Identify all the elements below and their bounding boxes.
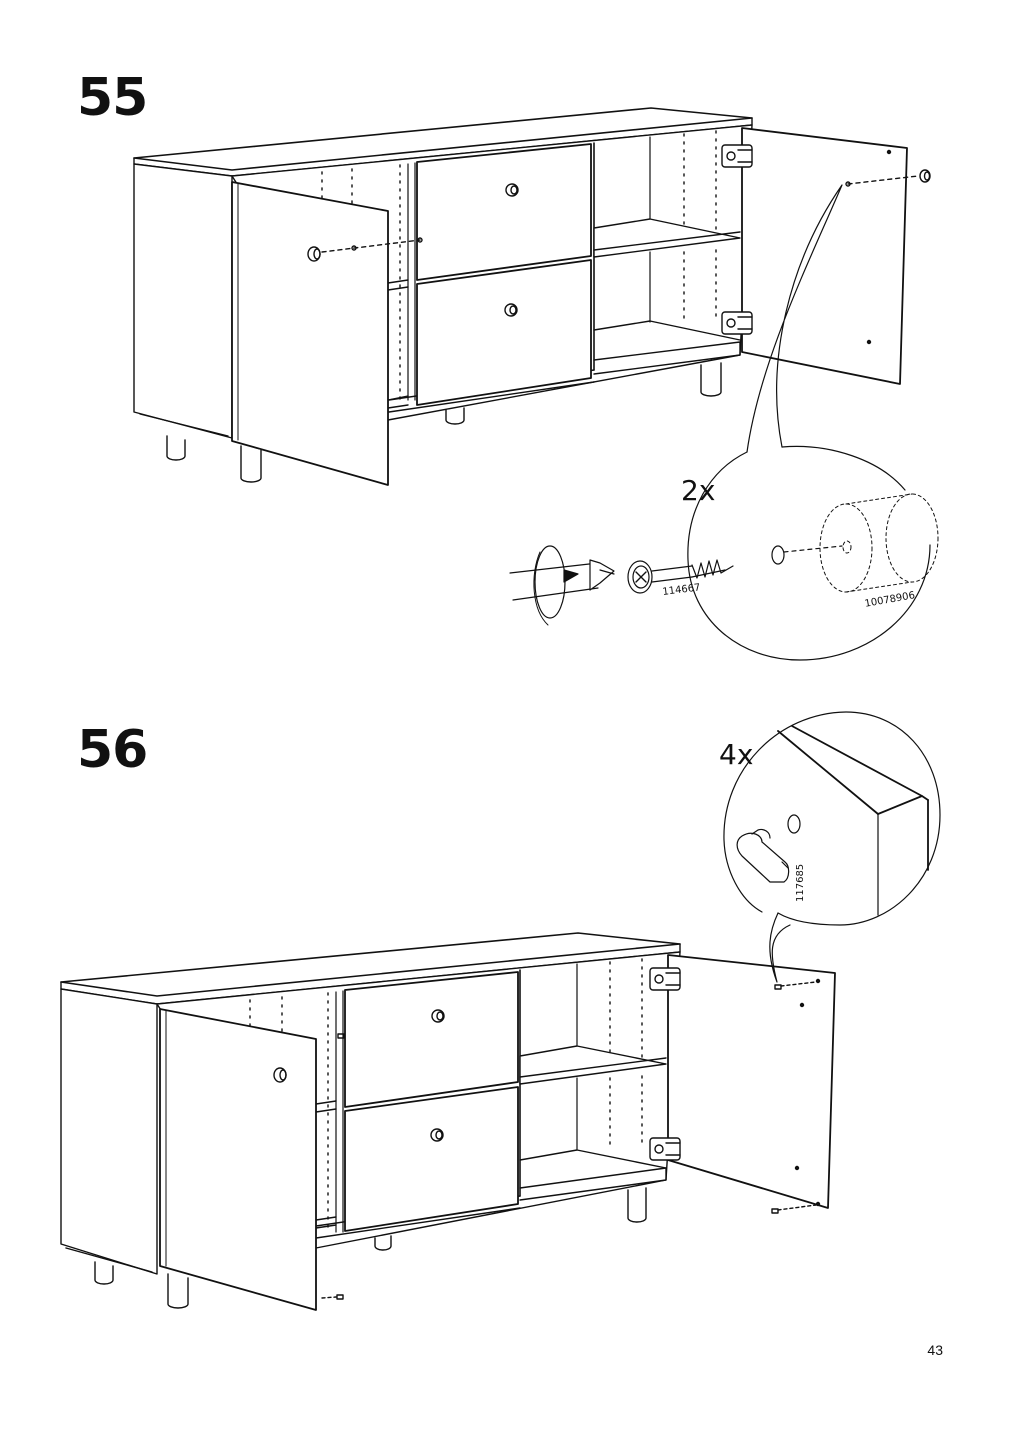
left-side-panel-56: [61, 989, 157, 1274]
detail-callout-56: [724, 712, 940, 982]
drawer-lower-55: [417, 260, 591, 405]
left-door-55: [232, 182, 422, 485]
legs-55: [167, 363, 721, 482]
step-55-number: 55: [77, 68, 148, 128]
detail-callout-55: [680, 185, 930, 660]
part-number-bumper: 117685: [795, 863, 806, 902]
hole-detail-55: [772, 546, 842, 564]
plug-detail-55: [820, 494, 938, 592]
right-door-55: [722, 128, 930, 384]
screwdriver-55: [510, 546, 614, 625]
page-number: 43: [927, 1342, 943, 1358]
door-edge-detail-56: [778, 726, 928, 915]
drawer-lower-56: [345, 1087, 518, 1231]
bumper-detail-56: [737, 815, 800, 882]
screw-detail-55: [628, 560, 733, 593]
step-56-number: 56: [77, 720, 148, 780]
left-door-56: [160, 1009, 344, 1310]
step-56-quantity: 4x: [719, 738, 754, 771]
step-55-quantity: 2x: [681, 474, 716, 507]
legs-56: [95, 1188, 646, 1308]
right-door-56: [650, 955, 835, 1213]
drawer-upper-56: [345, 972, 518, 1107]
